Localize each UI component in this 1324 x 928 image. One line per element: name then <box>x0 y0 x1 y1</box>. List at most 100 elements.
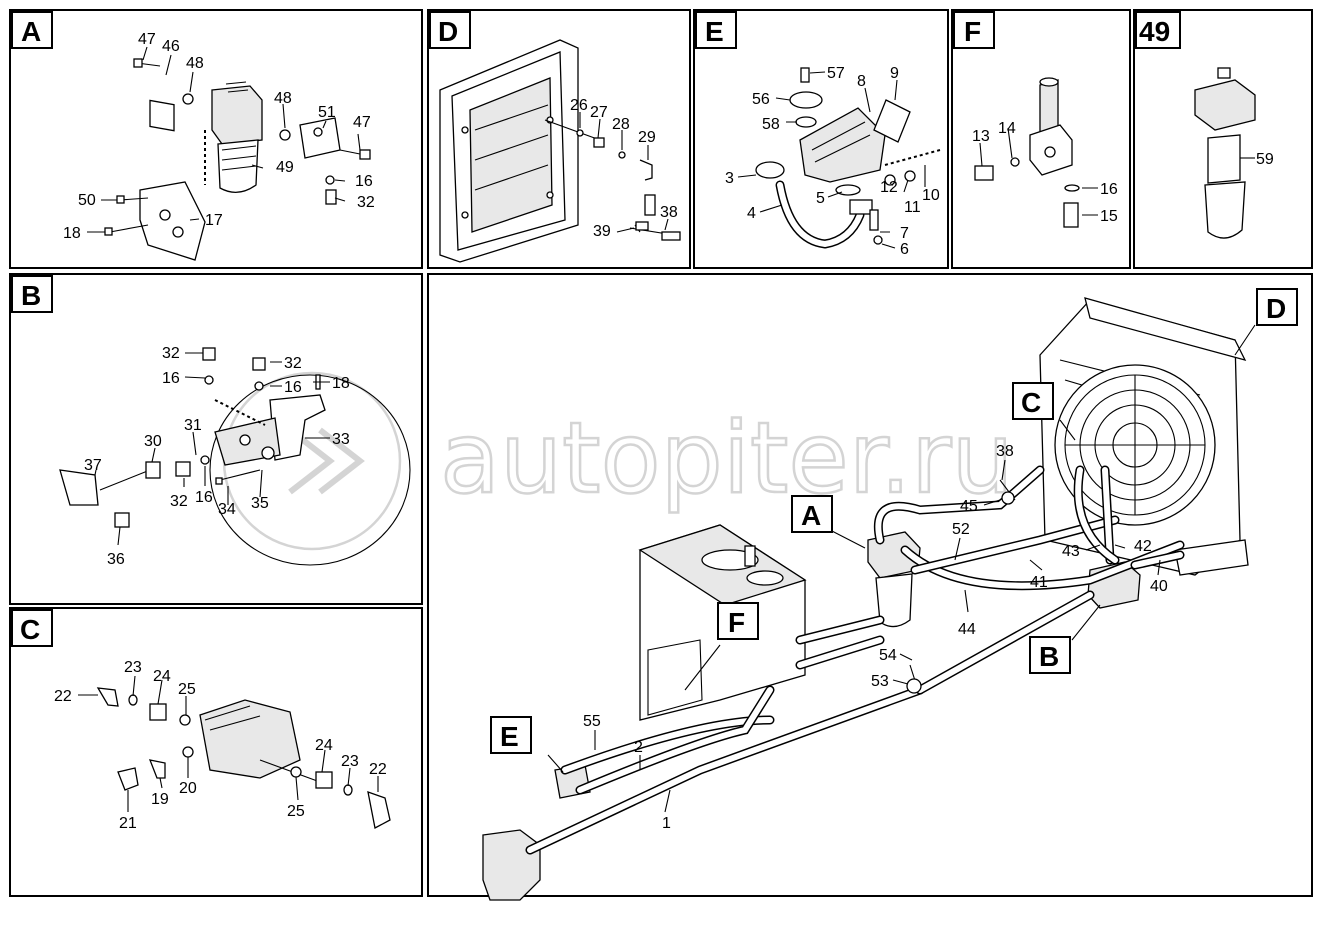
label-47b: 47 <box>353 114 371 131</box>
label-29: 29 <box>638 129 656 146</box>
svg-text:F: F <box>728 607 745 638</box>
main-callout-C: C <box>1012 382 1054 420</box>
label-22-C1: 22 <box>54 688 72 705</box>
label-40: 40 <box>1150 578 1168 595</box>
label-16-B3: 16 <box>195 489 213 506</box>
panel-C-title: C <box>11 609 53 647</box>
label-26: 26 <box>570 97 588 114</box>
label-12: 12 <box>880 179 898 196</box>
panel-B-frame <box>9 273 423 605</box>
label-49: 49 <box>276 159 294 176</box>
label-11: 11 <box>904 199 921 216</box>
label-31: 31 <box>184 417 202 434</box>
panel-A-title: A <box>11 11 53 49</box>
panel-main-frame <box>427 273 1313 897</box>
label-30: 30 <box>144 433 162 450</box>
label-24-C2: 24 <box>315 737 333 754</box>
panel-D-frame <box>427 9 691 269</box>
label-20: 20 <box>179 780 197 797</box>
label-18: 18 <box>63 225 81 242</box>
panel-C-drawing: 23 24 25 22 24 23 22 19 20 25 21 <box>54 659 391 832</box>
svg-text:49: 49 <box>1139 16 1170 47</box>
label-23-C1: 23 <box>124 659 142 676</box>
panel-A-drawing: 47 46 48 48 51 47 49 16 32 50 18 17 <box>63 31 375 261</box>
label-48a: 48 <box>186 55 204 72</box>
svg-text:A: A <box>801 500 821 531</box>
label-43: 43 <box>1062 543 1080 560</box>
label-5: 5 <box>816 190 825 207</box>
label-56: 56 <box>752 91 770 108</box>
panel-F-frame <box>951 9 1131 269</box>
label-16: 16 <box>355 173 373 190</box>
label-27: 27 <box>590 104 608 121</box>
label-46: 46 <box>162 38 180 55</box>
label-32-B1: 32 <box>162 345 180 362</box>
label-13: 13 <box>972 128 990 145</box>
panel-C-frame <box>9 607 423 897</box>
label-32-B2: 32 <box>284 355 302 372</box>
label-33: 33 <box>332 431 350 448</box>
label-10: 10 <box>922 187 940 204</box>
label-39: 39 <box>593 223 611 240</box>
label-3: 3 <box>725 170 734 187</box>
panel-A-frame <box>9 9 423 269</box>
label-32: 32 <box>357 194 375 211</box>
label-50: 50 <box>78 192 96 209</box>
label-7: 7 <box>900 225 909 242</box>
svg-text:C: C <box>20 614 40 645</box>
label-19: 19 <box>151 791 169 808</box>
label-17: 17 <box>205 212 223 229</box>
svg-text:E: E <box>500 721 519 752</box>
panel-B-title: B <box>11 275 53 313</box>
label-14: 14 <box>998 120 1016 137</box>
main-callout-A: A <box>791 495 833 533</box>
label-38-main: 38 <box>996 443 1014 460</box>
svg-text:E: E <box>705 16 724 47</box>
label-42: 42 <box>1134 538 1152 555</box>
label-44: 44 <box>958 621 976 638</box>
main-callout-B: B <box>1029 636 1071 674</box>
label-58: 58 <box>762 116 780 133</box>
label-1: 1 <box>662 815 671 832</box>
svg-text:D: D <box>1266 293 1286 324</box>
label-8: 8 <box>857 73 866 90</box>
main-drawing <box>482 297 1256 901</box>
label-41: 41 <box>1030 574 1048 591</box>
label-38: 38 <box>660 204 678 221</box>
main-callout-D: D <box>1256 288 1298 326</box>
label-15: 15 <box>1100 208 1118 225</box>
label-35: 35 <box>251 495 269 512</box>
label-54: 54 <box>879 647 897 664</box>
label-21: 21 <box>119 815 137 832</box>
main-callout-E: E <box>490 716 532 754</box>
watermark-text: autopiter.ru <box>440 402 1014 516</box>
svg-text:A: A <box>21 16 41 47</box>
label-2: 2 <box>634 739 643 756</box>
panel-49-title: 49 <box>1135 11 1181 49</box>
label-45: 45 <box>960 498 978 515</box>
panel-E-title: E <box>695 11 737 49</box>
panel-B-drawing: 32 16 32 16 18 33 30 31 37 32 16 34 35 3… <box>59 345 411 568</box>
label-6: 6 <box>900 241 909 258</box>
label-55: 55 <box>583 713 601 730</box>
svg-text:C: C <box>1021 387 1041 418</box>
label-48b: 48 <box>274 90 292 107</box>
panel-49-frame <box>1133 9 1313 269</box>
label-4: 4 <box>747 205 756 222</box>
label-32-B3: 32 <box>170 493 188 510</box>
label-52: 52 <box>952 521 970 538</box>
main-labels: 38 45 52 43 42 41 40 44 54 53 55 2 1 <box>583 443 1168 832</box>
panel-D-drawing: 26 27 28 29 38 39 <box>439 39 681 263</box>
label-23-C2: 23 <box>341 753 359 770</box>
panel-F-title: F <box>953 11 995 49</box>
label-24-C1: 24 <box>153 668 171 685</box>
label-57: 57 <box>827 65 845 82</box>
label-25-C2: 25 <box>287 803 305 820</box>
panel-F-drawing: 13 14 16 15 <box>972 77 1118 228</box>
label-36: 36 <box>107 551 125 568</box>
label-22-C2: 22 <box>369 761 387 778</box>
label-59: 59 <box>1256 151 1274 168</box>
label-37: 37 <box>84 457 102 474</box>
label-28: 28 <box>612 116 630 133</box>
label-47a: 47 <box>138 31 156 48</box>
